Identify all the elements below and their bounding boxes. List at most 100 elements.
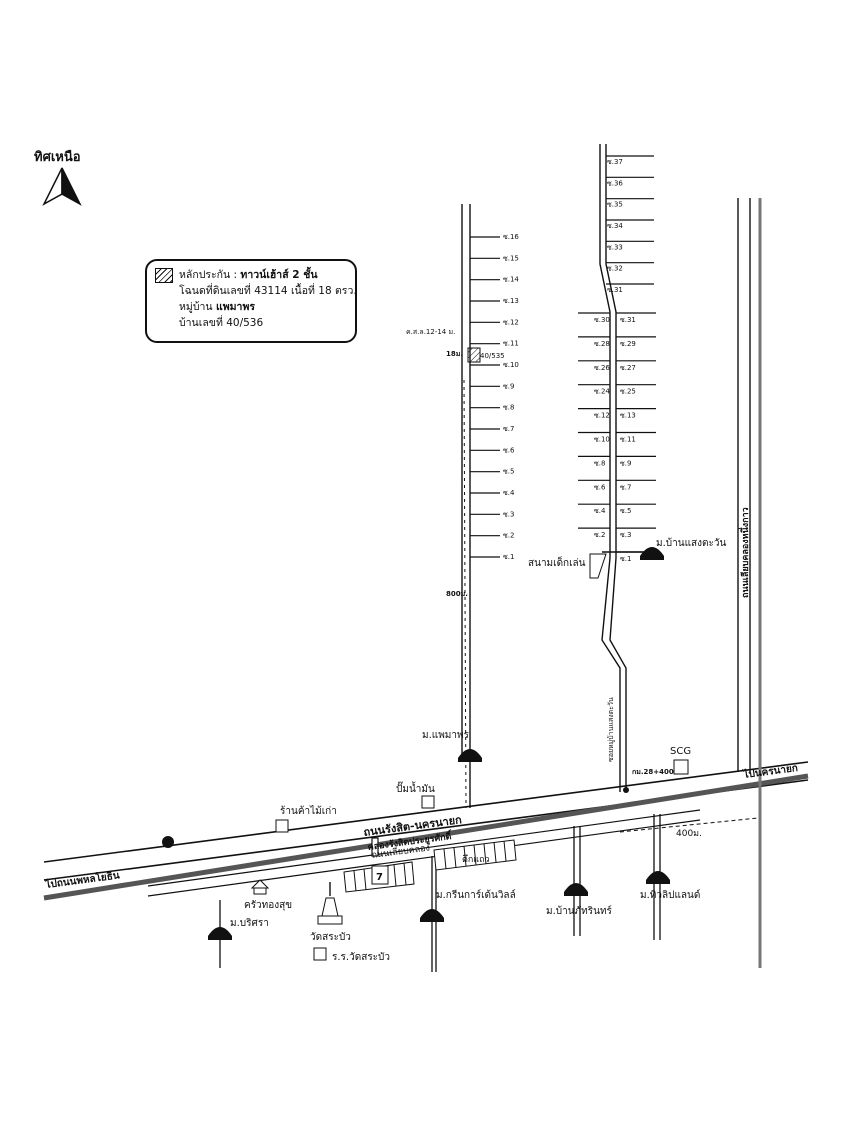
legend-house-prefix: บ้านเลขที่	[179, 317, 223, 329]
right-soi-right-label: ซ.13	[620, 412, 636, 420]
right-top-soi-label: ซ.31	[607, 286, 623, 294]
market-label: ตึกแถว	[462, 854, 490, 865]
right-top-soi-label: ซ.34	[607, 222, 623, 230]
village-paemaporn-label: ม.แพมาพร	[422, 730, 470, 741]
right-top-soi-label: ซ.33	[607, 243, 623, 251]
playground-marker	[589, 553, 607, 579]
right-soi-right-label: ซ.3	[620, 531, 631, 539]
landmark-dot-icon	[162, 836, 174, 848]
village-gate-icon-greengarden	[420, 909, 444, 922]
north-arrow-icon	[42, 167, 82, 206]
left-soi-label: ซ.4	[503, 489, 515, 497]
left-soi-label: ซ.10	[503, 361, 519, 369]
north-indicator: ทิศเหนือ	[34, 146, 94, 210]
legend-collateral-label: หลักประกัน :	[179, 269, 238, 281]
right-soi-right-label: ซ.11	[620, 436, 636, 444]
village-boriswara-label: ม.บริศรา	[230, 918, 269, 929]
km-marker-dot-icon	[623, 787, 629, 793]
right-soi-top-branches: ซ.37 ซ.36 ซ.35 ซ.34 ซ.33 ซ.32 ซ.31	[606, 155, 654, 294]
playground-label: สนามเด็กเล่น	[528, 555, 586, 569]
legend-deed-row: โฉนดที่ดินเลขที่ 43114 เนื้อที่ 18 ตรว.	[155, 283, 357, 299]
house-535-label: 40/535	[480, 352, 505, 360]
left-soi-label: ซ.16	[503, 233, 519, 241]
soi-road-label: ซอยหมู่บ้านแสงตะวัน	[607, 697, 615, 762]
left-soi-branches: ซ.16ซ.15ซ.14ซ.13ซ.12ซ.11ซ.10ซ.9ซ.8ซ.7ซ.6…	[470, 233, 519, 561]
legend-area-prefix: เนื้อที่	[290, 285, 315, 297]
legend-collateral-row: หลักประกัน : ทาวน์เฮ้าส์ 2 ชั้น	[155, 267, 347, 283]
right-top-soi-label: ซ.36	[607, 179, 623, 187]
shophouse-block-left: 7	[343, 861, 415, 893]
left-soi-label: ซ.3	[503, 510, 514, 518]
legend-village-row: หมู่บ้าน แพมาพร	[155, 299, 347, 315]
collateral-legend: หลักประกัน : ทาวน์เฮ้าส์ 2 ชั้น โฉนดที่ด…	[145, 259, 357, 343]
left-soi-label: ซ.13	[503, 297, 519, 305]
left-soi-label: ซ.2	[503, 532, 514, 540]
left-soi-label: ซ.9	[503, 382, 514, 390]
collateral-house-marker	[467, 347, 481, 363]
shophouse-block-right	[433, 839, 517, 871]
legend-deed-number: 43114	[254, 285, 288, 297]
scg-marker	[673, 759, 689, 775]
temple-label: วัดสระบัว	[310, 932, 351, 943]
left-soi-label: ซ.12	[503, 318, 519, 326]
right-top-soi-label: ซ.37	[607, 158, 623, 166]
right-soi-left-label: ซ.10	[594, 436, 610, 444]
distance-400m-label: 400ม.	[676, 829, 702, 839]
seven-eleven-icon: 7	[376, 872, 383, 883]
village-gate-icon-pattharin	[564, 883, 588, 896]
distance-18m-label: 18ม.	[446, 350, 463, 358]
saengtawan-road	[599, 144, 656, 792]
village-tiwlaem-label: ม.ทิวลิปแลนด์	[640, 889, 700, 901]
km-marker-label: กม.28+400	[632, 768, 674, 776]
paemaporn-road	[461, 204, 471, 809]
right-soi-right-label: ซ.5	[620, 507, 631, 515]
gas-station-marker	[421, 795, 435, 809]
right-soi-left-label: ซ.8	[594, 459, 605, 467]
wood-shop-marker	[275, 819, 289, 833]
house-icon	[250, 879, 270, 895]
left-soi-label: ซ.5	[503, 468, 514, 476]
road-width-label: ค.ส.ล.12-14 ม.	[406, 328, 455, 336]
left-soi-label: ซ.8	[503, 404, 514, 412]
right-top-soi-label: ซ.32	[607, 265, 623, 273]
legend-collateral-type: ทาวน์เฮ้าส์ 2 ชั้น	[240, 269, 318, 281]
village-saengtawan-label: ม.บ้านแสงตะวัน	[656, 537, 726, 549]
left-soi-label: ซ.14	[503, 276, 519, 284]
right-soi-right-label: ซ.27	[620, 364, 636, 372]
temple-stupa-icon	[317, 882, 343, 925]
village-gate-icon-tiwlaem	[646, 871, 670, 884]
right-soi-left-label: ซ.12	[594, 412, 610, 420]
legend-house-number: 40/536	[226, 317, 264, 329]
right-soi-left-label: ซ.2	[594, 531, 605, 539]
left-soi-label: ซ.1	[503, 553, 514, 561]
bridge	[371, 837, 379, 857]
legend-house-row: บ้านเลขที่ 40/536	[155, 315, 347, 331]
right-soi-right-label: ซ.7	[620, 483, 631, 491]
right-soi-left-label: ซ.30	[594, 316, 610, 324]
right-soi-left-label: ซ.26	[594, 364, 610, 372]
village-gate-icon-paemaporn	[458, 749, 482, 762]
scg-label: SCG	[670, 746, 691, 757]
gas-station-label: ปั๊มน้ำมัน	[396, 781, 435, 795]
distance-800m-label: 800ม.	[446, 590, 468, 598]
village-greengarden-label: ม.กรีนการ์เด้นวิลล์	[436, 889, 516, 901]
legend-village-name: แพมาพร	[215, 301, 256, 313]
legend-village-prefix: หมู่บ้าน	[179, 301, 213, 313]
north-label: ทิศเหนือ	[34, 150, 81, 165]
hatch-swatch-icon	[155, 267, 173, 283]
legend-deed-prefix: โฉนดที่ดินเลขที่	[179, 285, 251, 297]
right-soi-right-label: ซ.31	[620, 316, 636, 324]
right-soi-left-label: ซ.4	[594, 507, 606, 515]
right-soi-right-label: ซ.25	[620, 388, 636, 396]
right-top-soi-label: ซ.35	[607, 201, 623, 209]
school-label: ร.ร.วัดสระบัว	[332, 952, 390, 963]
right-soi-right-label: ซ.9	[620, 459, 631, 467]
right-vertical-road-label: ถนนเลียบคลองหนึ่งกาว	[738, 507, 751, 598]
wood-shop-label: ร้านค้าไม้เก่า	[280, 805, 337, 817]
right-vertical-road	[737, 198, 762, 968]
village-gate-icon-saengtawan	[640, 547, 664, 560]
right-soi-right-label: ซ.29	[620, 340, 636, 348]
village-pattharin-label: ม.บ้านภัทรินทร์	[546, 905, 613, 917]
right-soi-left-label: ซ.6	[594, 483, 606, 491]
